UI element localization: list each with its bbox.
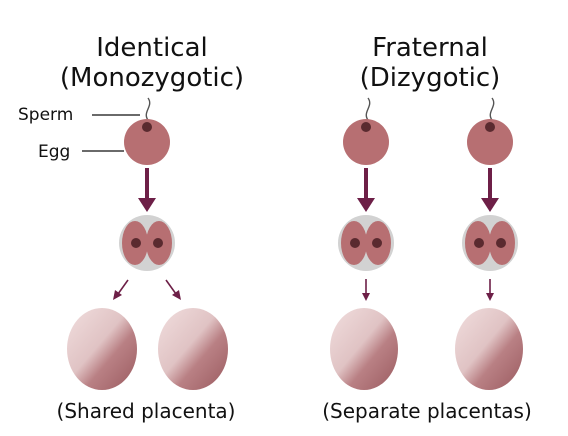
identical-caption: (Shared placenta) — [57, 399, 236, 423]
fraternal-zygote-1 — [338, 215, 394, 271]
nucleus-left — [131, 238, 141, 248]
fraternal-subtitle: (Dizygotic) — [360, 63, 501, 93]
nucleus-right — [153, 238, 163, 248]
fraternal-zygote-2 — [462, 215, 518, 271]
fraternal-arrow-down-1 — [357, 168, 375, 212]
fraternal-small-arrow-2 — [486, 279, 494, 301]
placenta-2 — [455, 308, 523, 390]
identical-split-arrow-left — [113, 279, 129, 300]
sperm-tail — [145, 97, 151, 121]
fraternal-caption: (Separate placentas) — [322, 399, 532, 423]
sperm-head — [142, 122, 152, 132]
identical-split-arrow-right — [165, 279, 181, 300]
identical-zygote — [119, 215, 175, 271]
identical-subtitle: (Monozygotic) — [60, 63, 244, 93]
egg-label: Egg — [38, 142, 70, 162]
fraternal-egg-group-2 — [467, 97, 513, 165]
fraternal-arrow-down-2 — [481, 168, 499, 212]
embryo-right — [158, 308, 228, 390]
placenta-1 — [330, 308, 398, 390]
identical-egg-group — [124, 97, 170, 165]
sperm-label: Sperm — [18, 105, 73, 125]
fraternal-small-arrow-1 — [362, 279, 370, 301]
egg-cell — [124, 119, 170, 165]
identical-arrow-down — [138, 168, 156, 212]
embryo-left — [67, 308, 137, 390]
fraternal-title: Fraternal — [372, 33, 488, 63]
fraternal-egg-group-1 — [343, 97, 389, 165]
identical-title: Identical — [96, 33, 208, 63]
